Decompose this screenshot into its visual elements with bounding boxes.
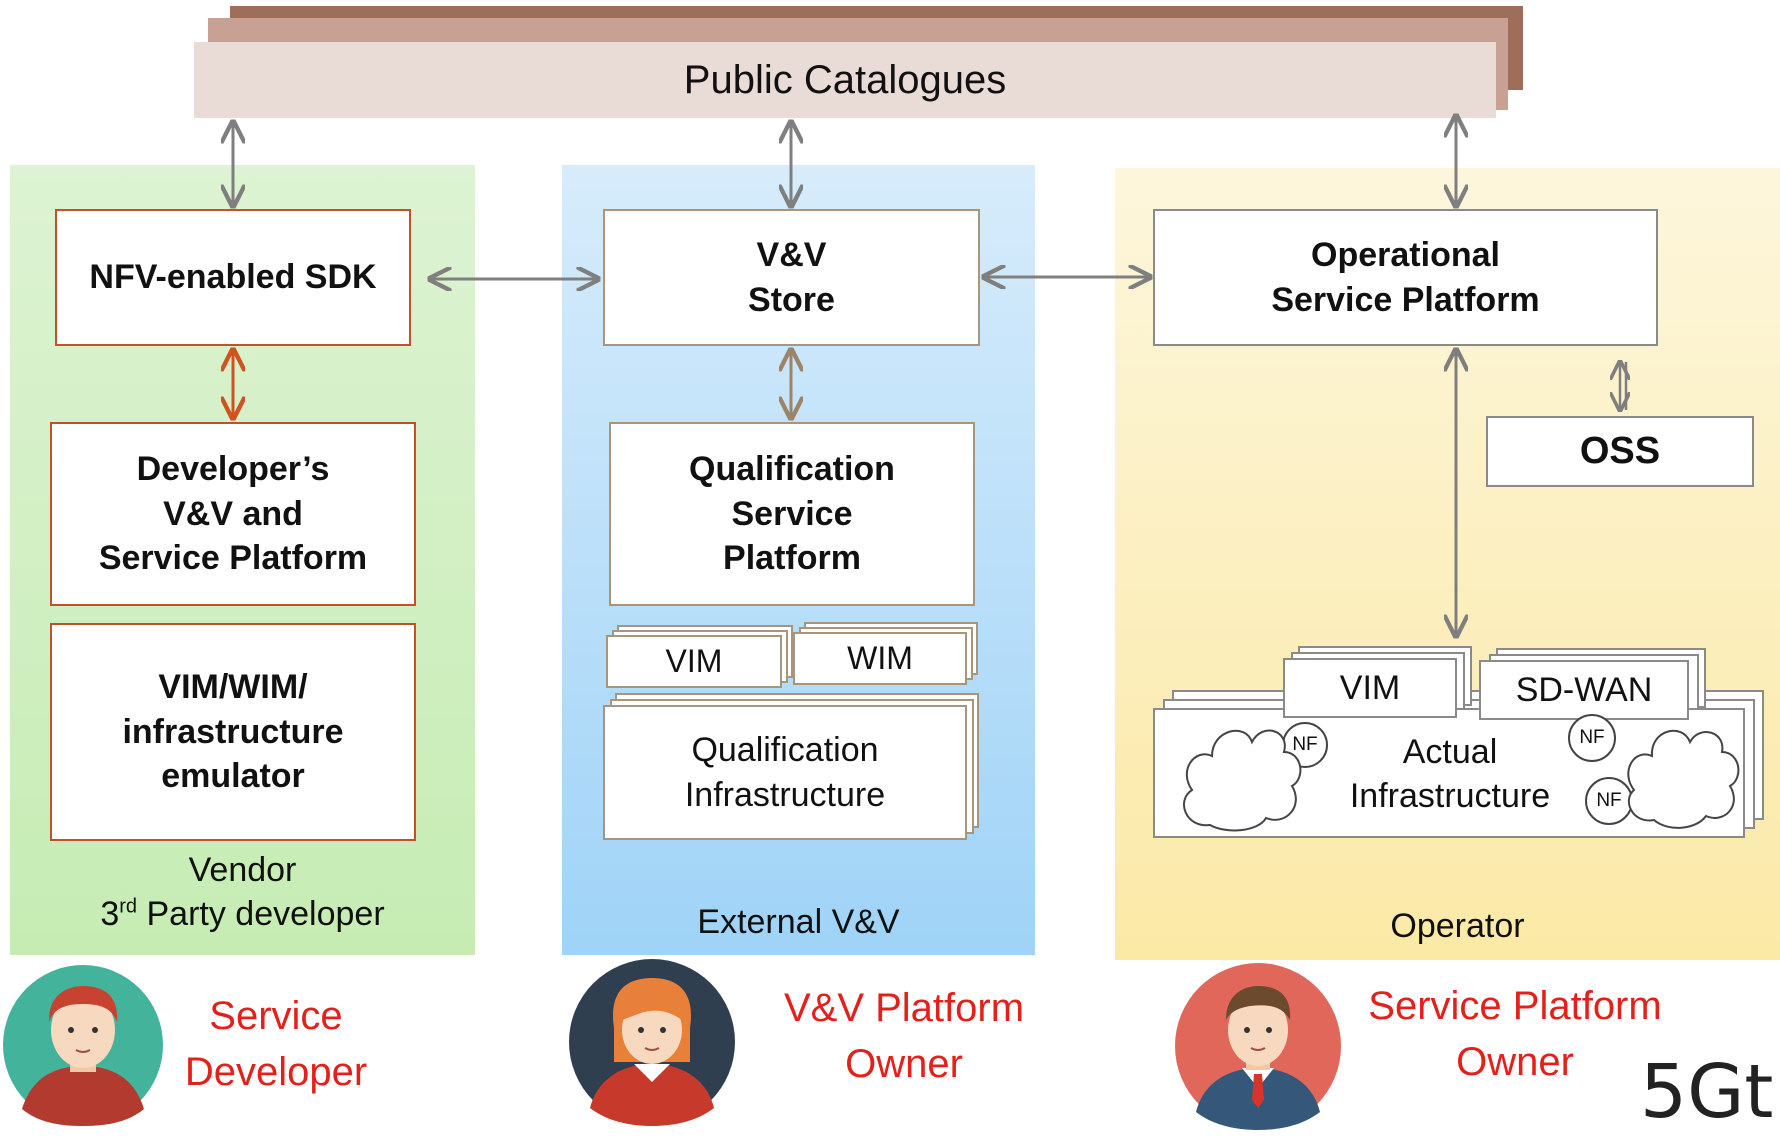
osp-line-1: Operational xyxy=(1311,235,1500,274)
developer-platform-line-3: Service Platform xyxy=(98,539,368,578)
service-developer-line-1: Service xyxy=(209,994,343,1038)
nfv-enabled-sdk-box[interactable]: NFV-enabled SDK xyxy=(55,209,411,346)
emulator-line-2: infrastructure xyxy=(122,712,344,751)
nf-label-right-bottom: NF xyxy=(1596,790,1622,811)
wim-box[interactable]: WIM xyxy=(793,632,967,685)
operational-service-platform-box[interactable]: Operational Service Platform xyxy=(1153,209,1658,346)
qsp-line-2: Service xyxy=(731,494,853,533)
actual-infrastructure-label: Actual Infrastructure xyxy=(1318,730,1582,818)
public-catalogues-label: Public Catalogues xyxy=(683,57,1007,102)
brand-text: 5Gt xyxy=(1640,1049,1774,1135)
emulator-line-3: emulator xyxy=(161,757,305,796)
vv-platform-owner-line-2: Owner xyxy=(845,1042,963,1086)
vendor-caption-line-1: Vendor xyxy=(188,851,297,889)
nf-circle-right-top: NF xyxy=(1568,714,1616,762)
ai-line-2: Infrastructure xyxy=(1349,777,1551,816)
qualification-infrastructure-box[interactable]: Qualification Infrastructure xyxy=(603,705,967,840)
public-catalogues-banner[interactable]: Public Catalogues xyxy=(194,42,1496,118)
qsp-line-3: Platform xyxy=(723,539,861,578)
vv-store-box[interactable]: V&V Store xyxy=(603,209,980,346)
nf-circle-right-bottom: NF xyxy=(1585,777,1633,825)
nfv-enabled-sdk-label: NFV-enabled SDK xyxy=(89,258,377,297)
service-platform-owner-avatar xyxy=(1175,963,1341,1130)
sd-wan-label: SD-WAN xyxy=(1515,670,1653,709)
nf-label-left: NF xyxy=(1292,734,1318,755)
developer-platform-line-2: V&V and xyxy=(163,494,303,533)
vim-box-external[interactable]: VIM xyxy=(606,635,782,688)
wim-label: WIM xyxy=(847,640,913,677)
oss-label: OSS xyxy=(1579,430,1661,473)
vv-platform-owner-avatar xyxy=(569,959,735,1126)
service-developer-line-2: Developer xyxy=(184,1050,368,1094)
vv-store-line-2: Store xyxy=(748,280,835,319)
brand-logo: 5Gt xyxy=(1640,1052,1773,1132)
qsp-line-1: Qualification xyxy=(689,449,895,488)
service-platform-owner-line-2: Owner xyxy=(1456,1040,1574,1084)
developer-vv-service-platform-box[interactable]: Developer’s V&V and Service Platform xyxy=(50,422,416,606)
nf-label-right-top: NF xyxy=(1579,727,1605,748)
nf-circle-left: NF xyxy=(1282,722,1328,768)
vv-store-line-1: V&V xyxy=(756,235,827,274)
vim-box-operator[interactable]: VIM xyxy=(1283,658,1457,718)
sd-wan-box[interactable]: SD-WAN xyxy=(1479,660,1689,720)
service-developer-avatar xyxy=(3,965,163,1126)
service-platform-owner-line-1: Service Platform xyxy=(1368,984,1662,1028)
vim-external-label: VIM xyxy=(665,643,723,680)
emulator-line-1: VIM/WIM/ xyxy=(158,667,308,706)
vv-platform-owner-label: V&V Platform Owner xyxy=(760,980,1048,1092)
infrastructure-emulator-box[interactable]: VIM/WIM/ infrastructure emulator xyxy=(50,623,416,841)
ai-line-1: Actual xyxy=(1402,733,1498,771)
qualification-service-platform-box[interactable]: Qualification Service Platform xyxy=(609,422,975,606)
vendor-caption-line-2: 3rd Party developer xyxy=(100,895,385,934)
developer-platform-line-1: Developer’s xyxy=(136,449,330,488)
qi-line-1: Qualification xyxy=(691,730,879,769)
qi-line-2: Infrastructure xyxy=(684,775,886,814)
vim-operator-label: VIM xyxy=(1339,668,1401,707)
oss-box[interactable]: OSS xyxy=(1486,416,1754,487)
service-developer-label: Service Developer xyxy=(180,988,372,1100)
vv-platform-owner-line-1: V&V Platform xyxy=(783,986,1025,1030)
service-platform-owner-label: Service Platform Owner xyxy=(1352,978,1678,1090)
operator-caption: Operator xyxy=(1390,907,1525,945)
vendor-caption: Vendor 3rd Party developer xyxy=(10,848,475,936)
external-vv-caption: External V&V xyxy=(697,903,900,941)
osp-line-2: Service Platform xyxy=(1271,280,1540,319)
